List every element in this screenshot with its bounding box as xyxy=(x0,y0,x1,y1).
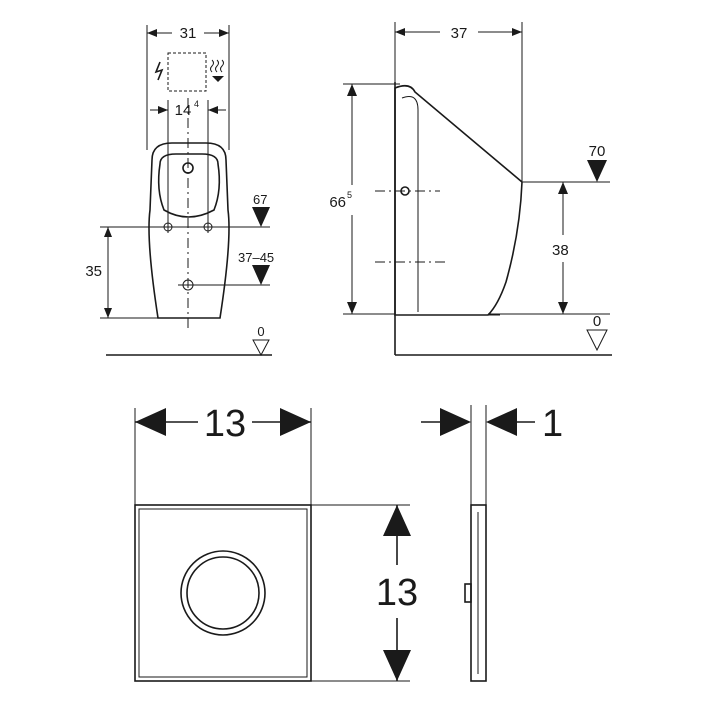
urinal-front-view: 31 14 4 xyxy=(85,25,274,357)
water-icon xyxy=(210,59,224,82)
plate-width-label: 13 xyxy=(204,403,246,445)
power-icon xyxy=(154,61,164,81)
bottom-height-label: 35 xyxy=(85,263,102,280)
side-height-label: 66 xyxy=(329,194,346,211)
side-height-sup: 5 xyxy=(347,190,352,200)
inlet-level-label: 70 xyxy=(589,143,606,160)
plate-thickness-label: 1 xyxy=(542,403,563,445)
urinal-side-view: 37 66 5 38 70 0 xyxy=(329,22,612,356)
flush-plate-front-view: 13 13 xyxy=(134,403,418,682)
hole-spacing-label: 14 xyxy=(175,102,192,119)
level-top-label: 67 xyxy=(253,192,267,207)
side-depth-label: 37 xyxy=(451,25,468,42)
front-width-label: 31 xyxy=(180,25,197,42)
plate-height-label: 13 xyxy=(376,572,418,614)
front-floor-label: 0 xyxy=(257,324,264,339)
hole-spacing-sup: 4 xyxy=(194,99,199,109)
flush-plate-side-view: 1 xyxy=(421,403,563,682)
inlet-height-label: 38 xyxy=(552,242,569,259)
level-mid-label: 37–45 xyxy=(238,250,274,265)
side-floor-label: 0 xyxy=(593,313,601,330)
